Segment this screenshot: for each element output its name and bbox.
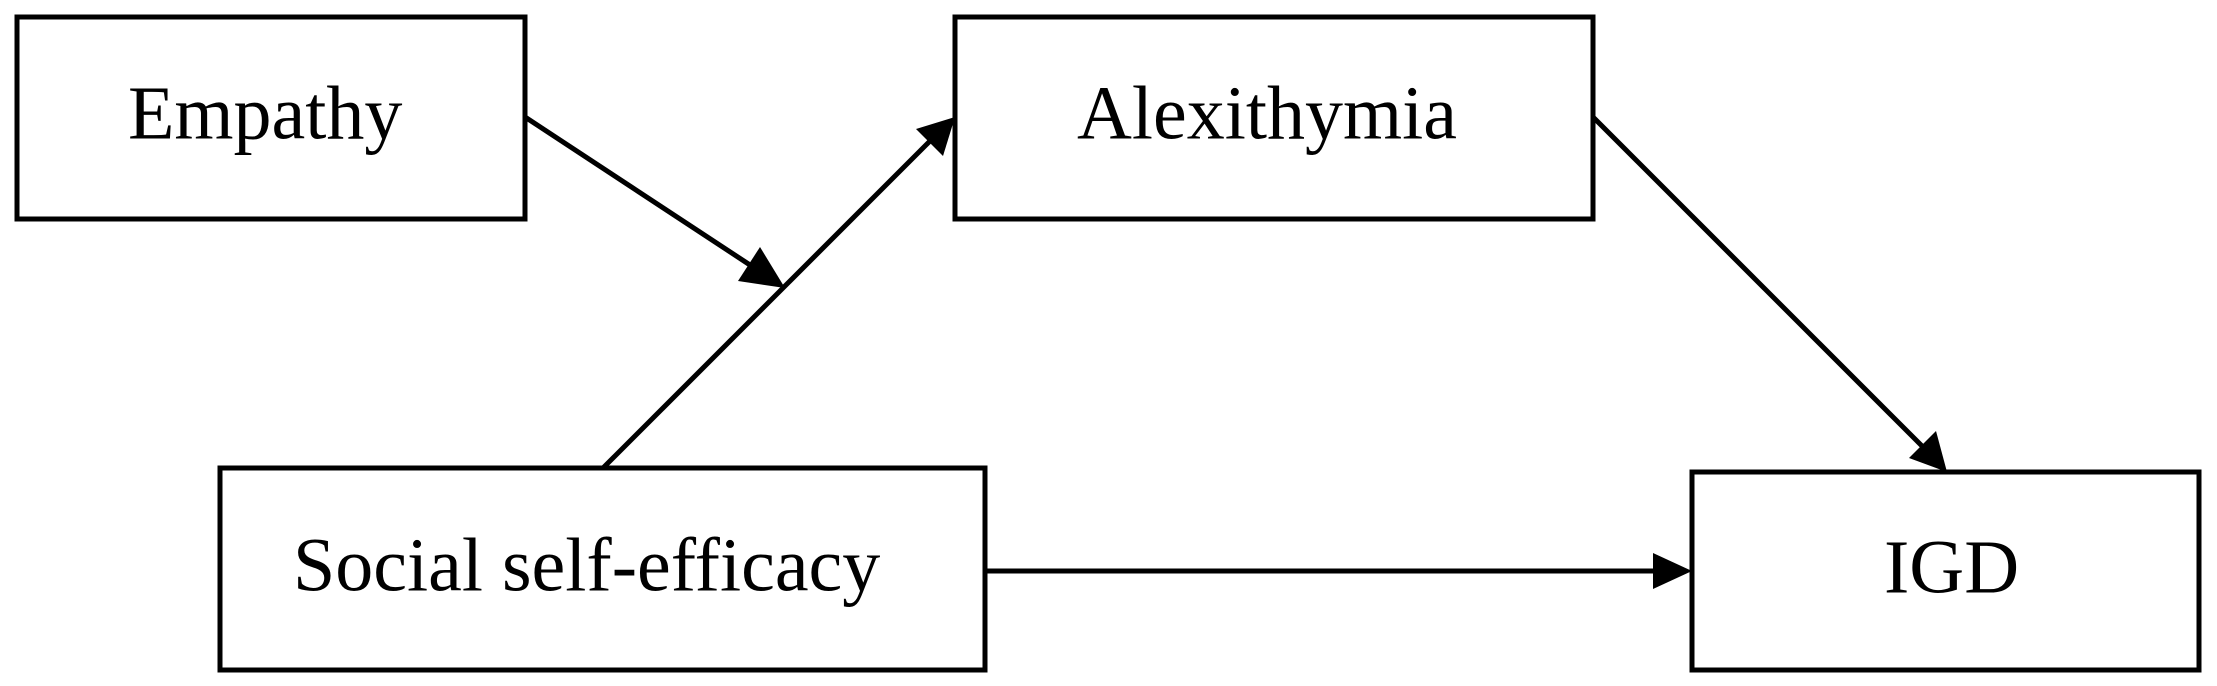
node-igd-box	[1689, 469, 2202, 673]
node-empathy-box	[14, 14, 528, 222]
node-alexithymia: Alexithymia	[952, 14, 1596, 222]
node-alexithymia-box	[952, 14, 1596, 222]
edge-empathy-moderation-line	[523, 114, 752, 268]
node-social-self-efficacy-box	[217, 465, 988, 673]
arrowhead-empathy-moderation	[738, 247, 785, 288]
edge-alexithymia-igd-line	[1591, 115, 1925, 449]
edge-social-self-efficacy-alexithymia	[601, 117, 955, 470]
node-empathy-label: Empathy	[128, 71, 402, 155]
edge-alexithymia-igd	[1591, 115, 1947, 472]
edge-empathy-moderation	[523, 114, 785, 288]
edge-social-self-efficacy-igd	[985, 553, 1692, 589]
node-social-self-efficacy: Social self-efficacy	[217, 465, 988, 673]
node-empathy: Empathy	[14, 14, 528, 222]
node-igd-label: IGD	[1884, 525, 2019, 609]
node-social-self-efficacy-label: Social self-efficacy	[293, 523, 880, 607]
edge-social-self-efficacy-alexithymia-line	[601, 139, 932, 470]
node-alexithymia-label: Alexithymia	[1077, 71, 1457, 155]
arrowhead-igd-from-social-self-efficacy	[1653, 553, 1692, 589]
arrowhead-alexithymia	[916, 117, 955, 156]
node-igd: IGD	[1689, 469, 2202, 673]
arrowhead-igd-from-alexithymia	[1909, 431, 1947, 472]
